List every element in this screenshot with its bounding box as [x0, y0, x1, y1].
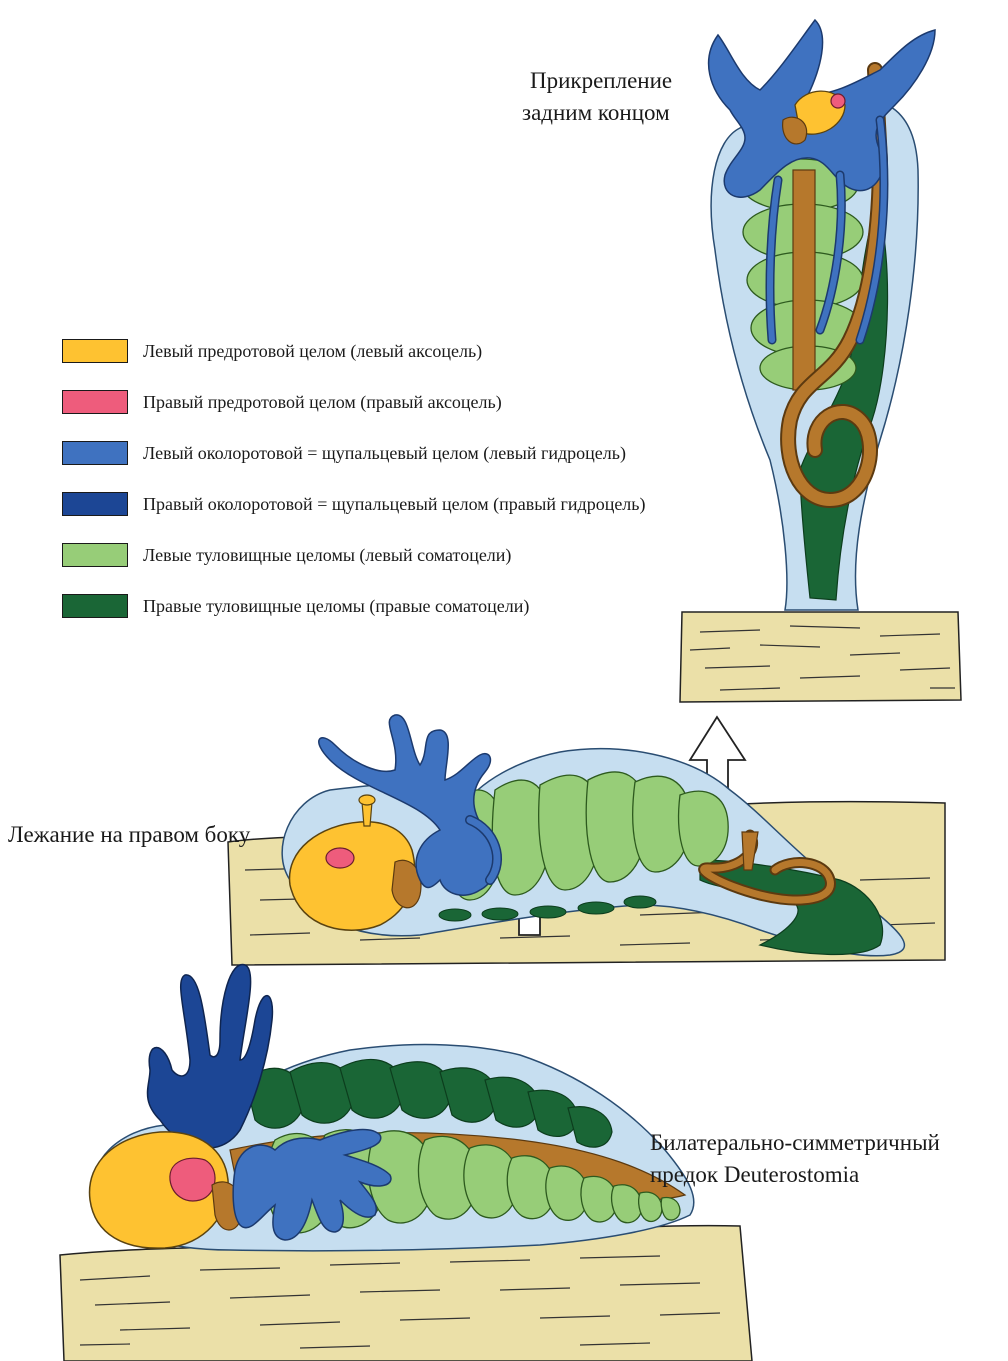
label-attachment-line1: Прикрепление: [530, 66, 672, 96]
legend-swatch: [62, 441, 128, 465]
organism-attached: [709, 20, 935, 610]
label-lying-right-side: Лежание на правом боку: [8, 820, 250, 850]
ground-top: [680, 612, 961, 702]
legend-swatch: [62, 492, 128, 516]
organism-ancestor: [90, 965, 694, 1251]
legend-swatch: [62, 543, 128, 567]
legend-label: Левый предротовой целом (левый аксоцель): [143, 336, 482, 366]
legend-label: Правый предротовой целом (правый аксоцел…: [143, 387, 502, 417]
legend-label: Левые туловищные целомы (левый соматоцел…: [143, 540, 511, 570]
legend-swatch: [62, 390, 128, 414]
legend-swatch: [62, 594, 128, 618]
label-ancestor-line2: предок Deuterostomia: [650, 1160, 859, 1190]
legend-label: Правые туловищные целомы (правые соматоц…: [143, 591, 529, 621]
label-attachment-line2: задним концом: [522, 98, 670, 128]
legend-swatch: [62, 339, 128, 363]
label-ancestor-line1: Билатерально-симметричный: [650, 1128, 940, 1158]
legend-label: Правый околоротовой = щупальцевый целом …: [143, 489, 646, 519]
legend-label: Левый околоротовой = щупальцевый целом (…: [143, 438, 626, 468]
